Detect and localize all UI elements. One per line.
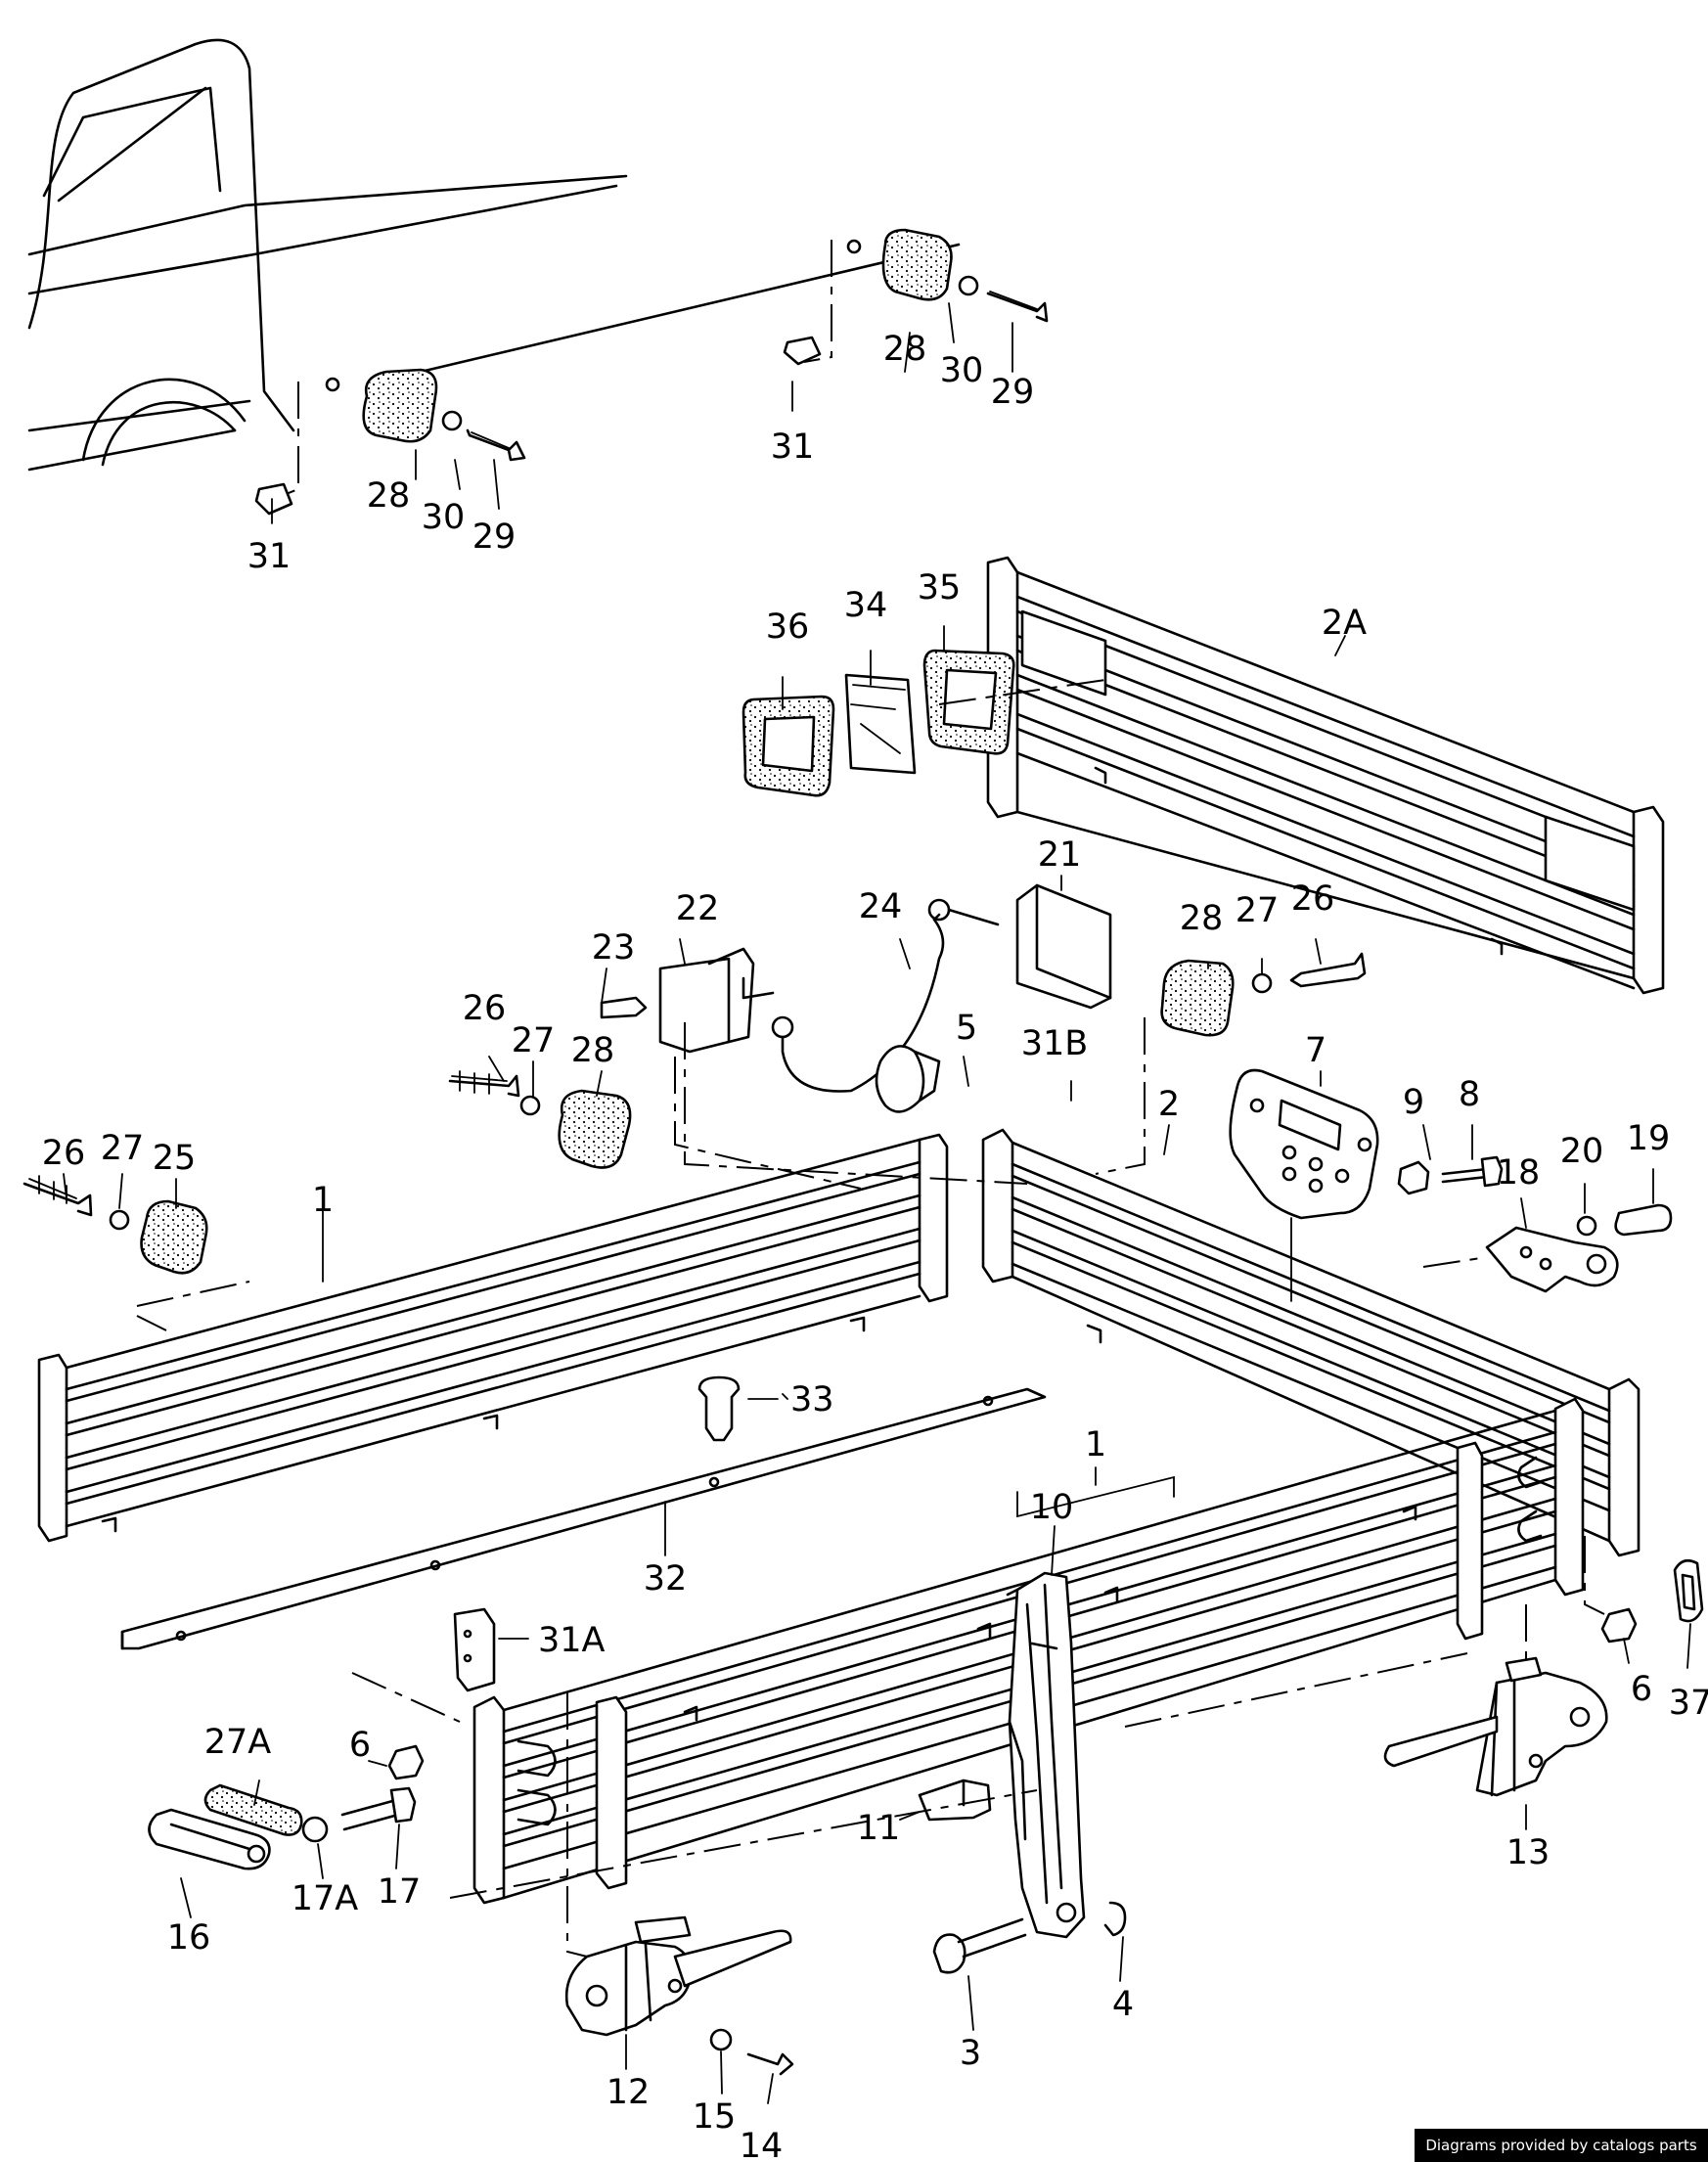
panel-2-right (981, 1128, 1641, 1557)
label-28: 28 (571, 1031, 615, 1070)
strip-32-group (120, 1375, 1047, 1650)
label-24: 24 (859, 887, 903, 926)
label-31: 31 (247, 537, 292, 576)
label-22: 22 (676, 889, 720, 928)
bolt-clip-group (932, 1901, 1127, 1974)
label-37: 37 (1669, 1684, 1708, 1723)
label-12: 12 (607, 2073, 651, 2112)
label-33: 33 (790, 1380, 834, 1419)
label-17a: 17A (292, 1879, 359, 1918)
label-27: 27 (101, 1129, 145, 1168)
label-2: 2 (1158, 1085, 1180, 1124)
label-3: 3 (960, 2034, 981, 2073)
label-6: 6 (349, 1726, 371, 1765)
label-13: 13 (1506, 1833, 1551, 1872)
label-5: 5 (956, 1009, 977, 1048)
misc-parts (351, 1536, 1704, 1822)
label-32: 32 (644, 1559, 688, 1599)
label-25: 25 (153, 1139, 197, 1178)
label-8: 8 (1459, 1075, 1480, 1114)
label-26: 26 (463, 989, 507, 1028)
callout-labels: 31 28 30 29 31 28 30 29 36 34 35 2A 21 2… (42, 330, 1708, 2162)
label-30: 30 (940, 351, 984, 390)
construction-lines (449, 1022, 1527, 1958)
buffer-group-mid (448, 1070, 632, 1169)
label-16: 16 (167, 1918, 211, 1958)
label-17: 17 (378, 1872, 422, 1912)
label-9: 9 (1403, 1083, 1424, 1122)
label-18: 18 (1497, 1153, 1541, 1193)
credit-banner: Diagrams provided by catalogs parts (1415, 2129, 1708, 2162)
label-10: 10 (1030, 1488, 1074, 1527)
label-30: 30 (422, 498, 466, 537)
label-29: 29 (472, 518, 517, 557)
label-27: 27 (512, 1021, 556, 1060)
label-35: 35 (918, 568, 962, 608)
label-11: 11 (857, 1809, 901, 1848)
label-27: 27 (1236, 891, 1280, 930)
label-29: 29 (991, 373, 1035, 412)
bracket-18-group (1422, 1203, 1673, 1293)
label-7: 7 (1305, 1031, 1326, 1070)
label-21: 21 (1038, 835, 1082, 875)
label-31b: 31B (1021, 1024, 1089, 1063)
label-31: 31 (771, 428, 815, 467)
label-1: 1 (1085, 1425, 1106, 1464)
handle-13-group (1383, 1656, 1608, 1797)
label-15: 15 (693, 2097, 737, 2137)
bumper-group-a (254, 368, 526, 516)
lock-bracket-group (600, 883, 1367, 1190)
label-4: 4 (1112, 1985, 1134, 2024)
plate-group (148, 1783, 417, 1870)
label-14: 14 (740, 2127, 784, 2162)
leader-lines (63, 302, 1691, 2104)
buffer-group-left (22, 1175, 208, 1275)
hinge-arm-10 (1006, 1571, 1086, 1939)
label-6: 6 (1631, 1670, 1652, 1709)
label-26: 26 (1291, 879, 1335, 919)
lamp-lens-group (742, 649, 1106, 797)
label-23: 23 (592, 928, 636, 968)
label-19: 19 (1627, 1119, 1671, 1158)
label-28: 28 (367, 476, 411, 516)
label-34: 34 (844, 586, 888, 625)
label-20: 20 (1560, 1132, 1604, 1171)
label-36: 36 (766, 608, 810, 647)
bracket-7-group (1229, 1068, 1504, 1302)
label-2a: 2A (1322, 604, 1367, 643)
label-26: 26 (42, 1134, 86, 1173)
handle-12-group (564, 1915, 794, 2076)
label-28: 28 (1180, 899, 1224, 938)
label-31a: 31A (538, 1621, 606, 1660)
label-1: 1 (312, 1181, 334, 1220)
label-27a: 27A (204, 1723, 272, 1762)
label-28: 28 (883, 330, 927, 369)
vehicle-cab-outline (27, 38, 961, 472)
panel-1-left (37, 1133, 949, 1543)
bumper-group-b (783, 228, 1049, 366)
